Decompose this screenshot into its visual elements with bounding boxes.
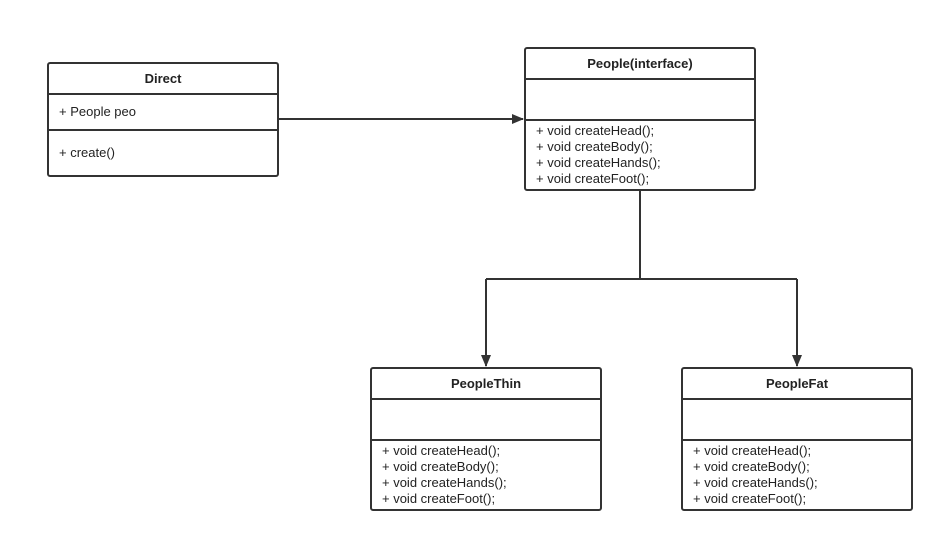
- class-name-peoplefat: PeopleFat: [683, 369, 911, 400]
- operation-row: + void createHead();: [382, 443, 501, 458]
- class-name-peoplethin: PeopleThin: [372, 369, 600, 400]
- attributes-compartment-peoplethin: [372, 400, 600, 441]
- class-box-peoplefat[interactable]: PeopleFat + void createHead(); + void cr…: [681, 367, 913, 511]
- attributes-compartment-direct: + People peo: [49, 95, 277, 131]
- class-box-direct[interactable]: Direct + People peo + create(): [47, 62, 279, 177]
- operations-compartment-peoplethin: + void createHead(); + void createBody()…: [372, 441, 600, 509]
- operation-row: + void createFoot();: [693, 491, 807, 506]
- operations-compartment-direct: + create(): [49, 131, 277, 175]
- operation-row: + create(): [59, 145, 115, 160]
- operation-row: + void createHands();: [536, 155, 661, 170]
- operations-compartment-people: + void createHead(); + void createBody()…: [526, 121, 754, 189]
- operation-row: + void createHead();: [536, 123, 655, 138]
- operation-row: + void createHead();: [693, 443, 812, 458]
- operation-row: + void createBody();: [382, 459, 499, 474]
- class-name-people: People(interface): [526, 49, 754, 80]
- operation-row: + void createHands();: [693, 475, 818, 490]
- operation-row: + void createFoot();: [536, 171, 650, 186]
- operation-row: + void createBody();: [536, 139, 653, 154]
- operation-row: + void createFoot();: [382, 491, 496, 506]
- attributes-compartment-peoplefat: [683, 400, 911, 441]
- inheritance-connector-trunk: [486, 191, 797, 280]
- attribute-row: + People peo: [59, 104, 136, 119]
- class-box-people-interface[interactable]: People(interface) + void createHead(); +…: [524, 47, 756, 191]
- class-name-direct: Direct: [49, 64, 277, 95]
- operation-row: + void createBody();: [693, 459, 810, 474]
- attributes-compartment-people: [526, 80, 754, 121]
- operation-row: + void createHands();: [382, 475, 507, 490]
- class-box-peoplethin[interactable]: PeopleThin + void createHead(); + void c…: [370, 367, 602, 511]
- operations-compartment-peoplefat: + void createHead(); + void createBody()…: [683, 441, 911, 509]
